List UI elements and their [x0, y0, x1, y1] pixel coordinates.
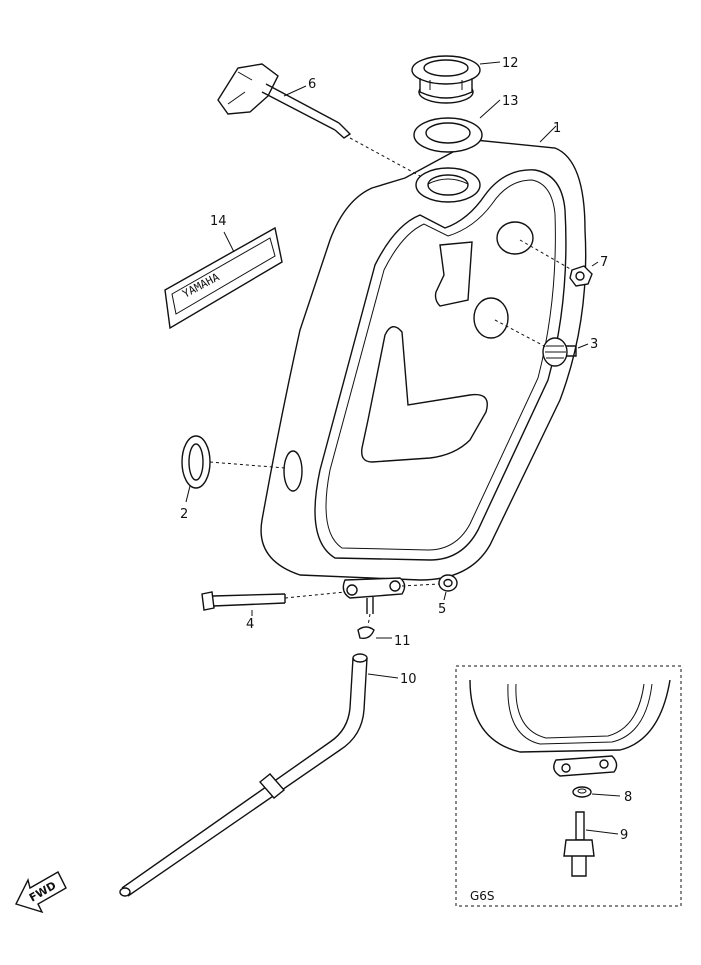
hose-clip [357, 613, 375, 640]
callout-13: 13 [502, 94, 519, 109]
inset-label: G6S [470, 889, 495, 903]
filler-gasket [413, 117, 483, 153]
callout-14: 14 [210, 214, 227, 229]
filler-cap [411, 55, 481, 104]
oil-tank [260, 139, 587, 614]
grommet [181, 435, 286, 489]
collar [401, 574, 458, 592]
callout-6: 6 [308, 77, 316, 92]
callout-4: 4 [246, 617, 254, 632]
decal: YAMAHA [164, 226, 283, 330]
callout-2: 2 [180, 507, 188, 522]
long-bolt [201, 591, 346, 611]
fwd-arrow: FWD [15, 871, 67, 914]
callouts: 12 13 1 6 14 7 3 2 4 5 11 10 [180, 56, 608, 687]
leader-lines [185, 61, 599, 679]
sight-plug [494, 319, 577, 367]
callout-8: 8 [624, 790, 632, 805]
callout-7: 7 [600, 255, 608, 270]
callout-3: 3 [590, 337, 598, 352]
oil-hose [119, 653, 368, 897]
callout-10: 10 [400, 672, 417, 687]
nut [519, 239, 593, 287]
callout-5: 5 [438, 602, 446, 617]
callout-12: 12 [502, 56, 519, 71]
callout-1: 1 [553, 121, 561, 136]
g6s-inset: 8 9 G6S [455, 665, 682, 907]
callout-9: 9 [620, 828, 628, 843]
callout-11: 11 [394, 634, 411, 649]
knob-bolt [217, 63, 421, 177]
